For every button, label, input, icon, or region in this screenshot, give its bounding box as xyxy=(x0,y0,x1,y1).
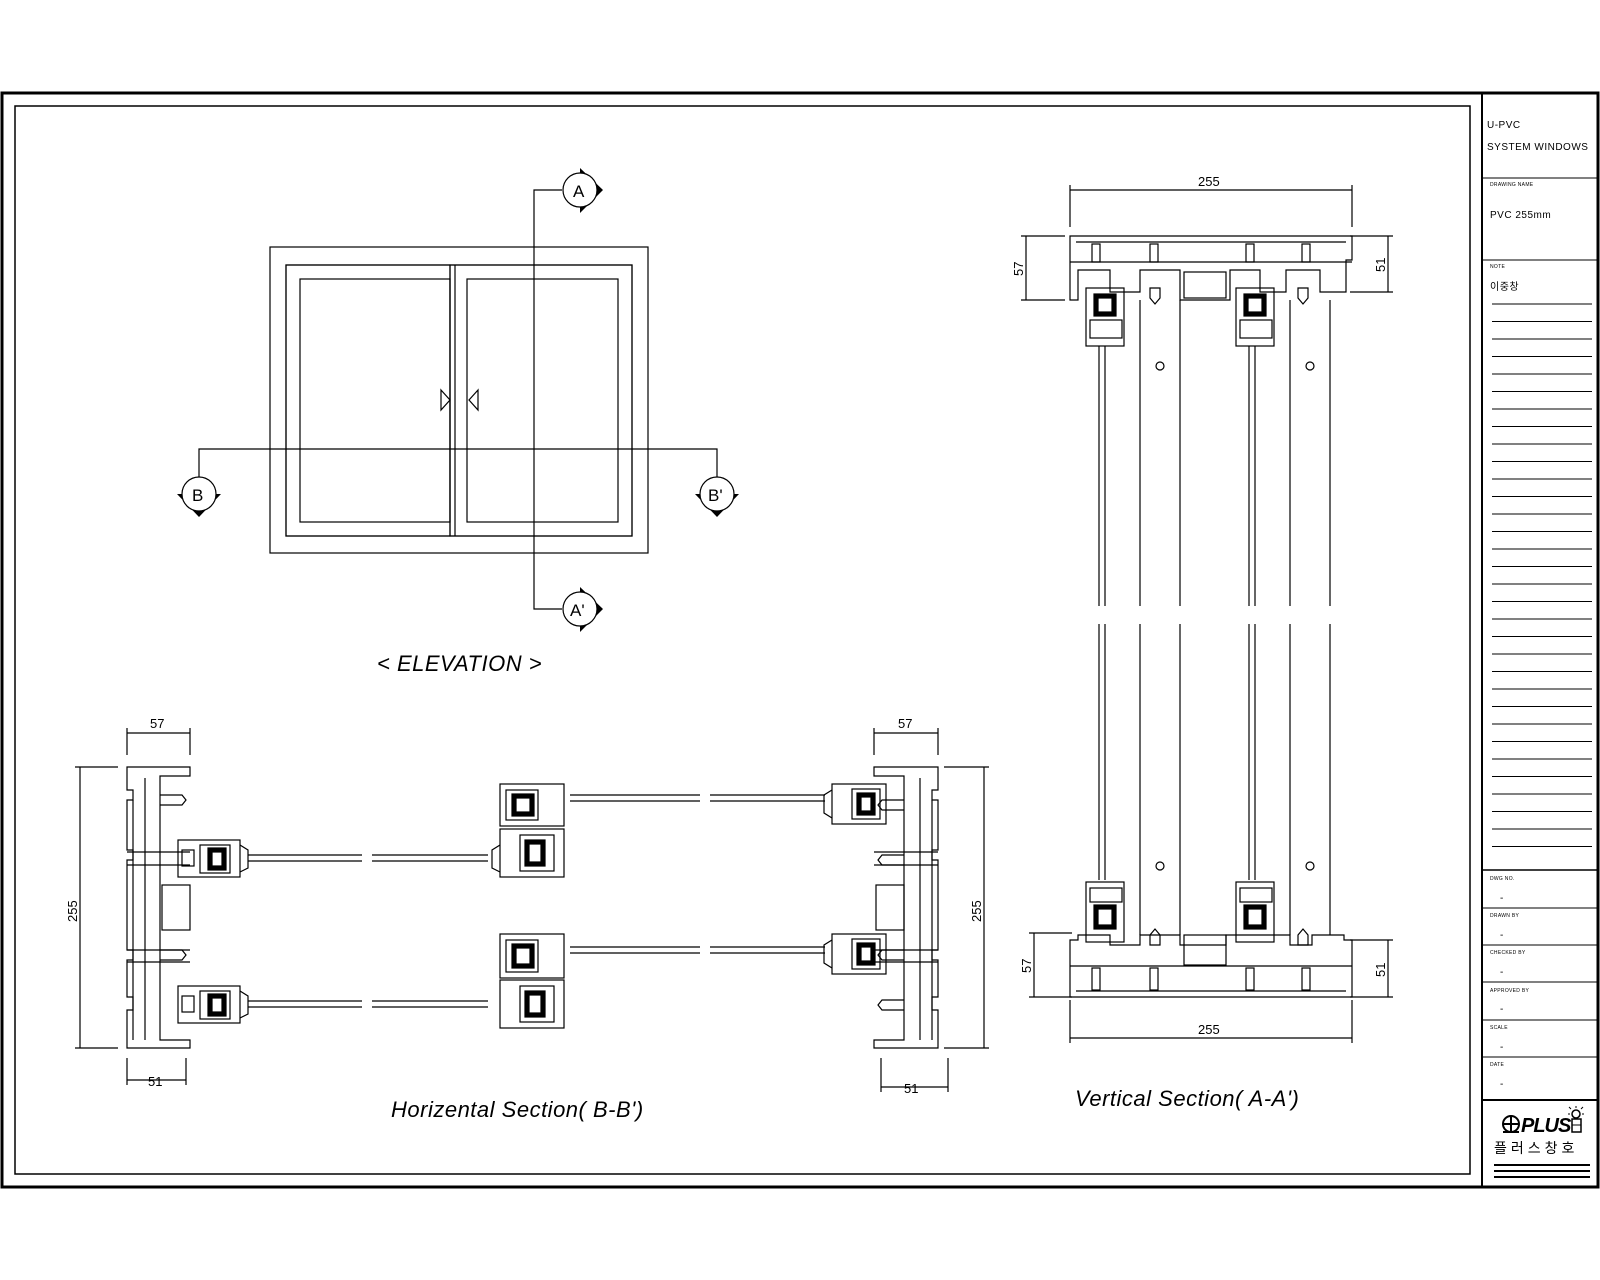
horizontal-section-view: 57 57 255 255 51 51 Horizental Section( … xyxy=(65,716,989,1122)
svg-text:-: - xyxy=(1500,1079,1504,1090)
right-frame-profile xyxy=(873,766,939,1049)
section-marker-a-prime: A' xyxy=(562,587,603,632)
window-logo-icon xyxy=(1502,1115,1520,1133)
svg-text:DRAWN BY: DRAWN BY xyxy=(1490,913,1520,919)
left-sash-profile-bottom xyxy=(177,985,249,1024)
company-logo: PLUS 플러스창호 xyxy=(1494,1106,1590,1178)
sliding-arrow-left-icon xyxy=(440,388,451,412)
interlock-profile-bottom xyxy=(499,933,565,1029)
vertical-section-title: Vertical Section( A-A') xyxy=(1075,1086,1299,1111)
drawing-name-label: DRAWING NAME xyxy=(1490,182,1534,188)
field-approved-by: APPROVED BY - xyxy=(1482,988,1598,1021)
svg-text:CHECKED BY: CHECKED BY xyxy=(1490,950,1526,956)
section-line-a xyxy=(533,189,562,610)
svg-text:DATE: DATE xyxy=(1490,1062,1505,1068)
sliding-arrow-right-icon xyxy=(468,388,479,412)
section-marker-b-prime: B' xyxy=(695,476,739,517)
right-sash-outer xyxy=(449,264,633,537)
head-sash-profiles xyxy=(1085,287,1309,347)
field-drawn-by: DRAWN BY - xyxy=(1482,913,1598,946)
dim-h-left: 255 xyxy=(65,900,80,922)
section-marker-a: A xyxy=(562,168,603,213)
window-outer-frame xyxy=(269,246,649,554)
right-sash-glass xyxy=(466,278,619,523)
dim-h-right: 255 xyxy=(969,900,984,922)
left-sash-outer xyxy=(285,264,451,537)
project-line1: U-PVC xyxy=(1487,120,1521,131)
dim-v-top-51: 51 xyxy=(1373,258,1388,272)
dim-v-bottom-57: 57 xyxy=(1019,959,1034,973)
glass-pane-lines xyxy=(248,794,825,1008)
svg-text:DWG NO.: DWG NO. xyxy=(1490,876,1515,882)
right-sash-profile-bottom xyxy=(823,933,887,975)
dim-h-bottom-left: 51 xyxy=(148,1074,162,1089)
drawing-name: PVC 255mm xyxy=(1490,210,1551,221)
vertical-glass-and-members xyxy=(1098,300,1331,935)
elevation-title: < ELEVATION > xyxy=(377,651,542,676)
left-sash-profile-top xyxy=(177,839,249,878)
svg-text:B': B' xyxy=(708,486,723,505)
sill-frame-profile xyxy=(1069,934,1353,998)
dim-h-top-left: 57 xyxy=(150,716,164,731)
sun-icon xyxy=(1568,1106,1584,1119)
logo-wordmark: PLUS xyxy=(1521,1115,1572,1137)
svg-text:A: A xyxy=(573,182,585,201)
note-text: 이중창 xyxy=(1490,281,1519,293)
svg-text:-: - xyxy=(1500,893,1504,904)
vertical-section-view: 255 255 57 51 57 51 Vertical Section( A-… xyxy=(1011,174,1393,1111)
head-frame-profile xyxy=(1069,235,1353,301)
section-marker-b: B xyxy=(177,476,221,517)
note-lines xyxy=(1492,303,1592,847)
svg-text:APPROVED BY: APPROVED BY xyxy=(1490,988,1530,994)
right-sash-profile-top xyxy=(823,783,887,825)
dim-v-bottom-51: 51 xyxy=(1373,963,1388,977)
field-date: DATE - xyxy=(1490,1062,1505,1090)
dim-v-top: 255 xyxy=(1198,174,1220,189)
dim-v-bottom: 255 xyxy=(1198,1022,1220,1037)
horizontal-section-title: Horizental Section( B-B') xyxy=(391,1097,644,1122)
field-dwg-no: DWG NO. - xyxy=(1482,876,1598,909)
window-inner-frame xyxy=(285,264,633,537)
svg-text:-: - xyxy=(1500,930,1504,941)
dim-h-top-right: 57 xyxy=(898,716,912,731)
dim-h-bottom-right: 51 xyxy=(904,1081,918,1096)
svg-text:-: - xyxy=(1500,1004,1504,1015)
svg-text:A': A' xyxy=(570,601,585,620)
sill-sash-profiles xyxy=(1085,881,1309,946)
left-frame-profile xyxy=(126,766,191,1049)
title-block-fields: DWG NO. - DRAWN BY - CHECKED BY - APPROV… xyxy=(1482,876,1598,1090)
note-label: NOTE xyxy=(1490,264,1505,270)
field-scale: SCALE - xyxy=(1482,1025,1598,1058)
svg-text:B: B xyxy=(192,486,203,505)
dim-v-top-57: 57 xyxy=(1011,262,1026,276)
logo-korean: 플러스창호 xyxy=(1494,1140,1578,1156)
field-checked-by: CHECKED BY - xyxy=(1482,950,1598,983)
project-line2: SYSTEM WINDOWS xyxy=(1487,142,1588,153)
elevation-view: A A' B B' < ELEVATION > xyxy=(177,168,739,676)
svg-text:-: - xyxy=(1500,1042,1504,1053)
svg-text:-: - xyxy=(1500,967,1504,978)
interlock-profile-top xyxy=(491,783,565,878)
outer-border xyxy=(0,91,1600,1189)
section-line-b xyxy=(198,448,718,490)
inner-border xyxy=(14,105,1471,1175)
title-block: U-PVC SYSTEM WINDOWS DRAWING NAME PVC 25… xyxy=(1482,120,1598,1178)
svg-text:SCALE: SCALE xyxy=(1490,1025,1508,1031)
left-sash-glass xyxy=(299,278,451,523)
